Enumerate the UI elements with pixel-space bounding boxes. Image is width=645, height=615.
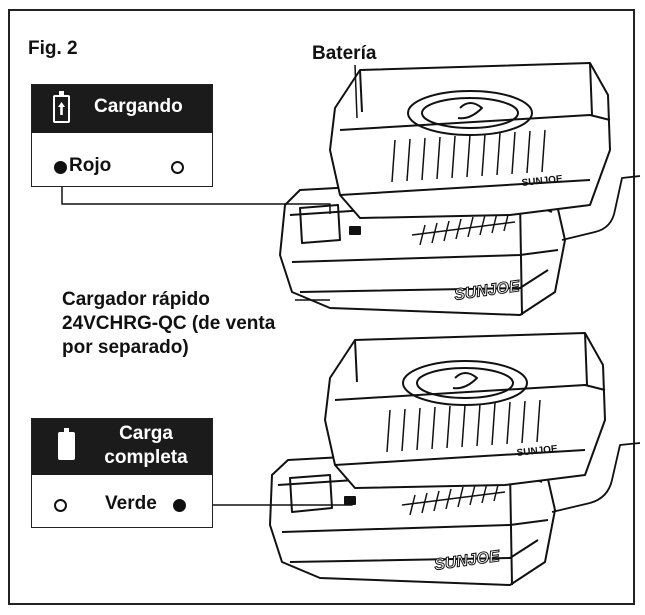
battery-label: Batería xyxy=(312,43,377,64)
complete-status-box: Carga completa Verde xyxy=(31,418,213,528)
green-led-on-icon xyxy=(173,499,186,512)
charging-led-text: Rojo xyxy=(69,155,112,176)
complete-status-header: Carga completa xyxy=(32,419,212,475)
green-led-off-icon xyxy=(171,161,184,174)
complete-led-leader-line xyxy=(186,500,353,506)
red-led-on-icon xyxy=(54,161,67,174)
complete-status-title: Carga completa xyxy=(82,422,210,470)
upper-battery xyxy=(329,62,611,219)
charger-label-line-1: Cargador rápido xyxy=(62,289,210,310)
battery-brand-lower: SUNJOE xyxy=(516,444,558,459)
complete-led-text: Verde xyxy=(105,493,157,514)
charger-label: Cargador rápido 24VCHRG-QC (de venta por… xyxy=(62,288,302,360)
lower-battery xyxy=(324,332,606,489)
charging-status-header: Cargando xyxy=(32,85,212,133)
battery-charging-icon xyxy=(53,91,70,123)
battery-brand-upper: SUNJOE xyxy=(521,174,563,189)
charging-status-title: Cargando xyxy=(94,96,183,117)
charging-status-box: Cargando Rojo xyxy=(31,84,213,187)
battery-full-icon xyxy=(58,428,75,460)
complete-status-title-line-1: Carga xyxy=(119,423,173,444)
figure-label: Fig. 2 xyxy=(28,38,78,59)
battery-leader-line xyxy=(354,64,358,119)
charger-label-line-2: 24VCHRG-QC (de venta xyxy=(62,313,276,334)
charger-label-line-3: por separado) xyxy=(62,337,189,358)
red-led-off-icon xyxy=(54,499,67,512)
complete-status-title-line-2: completa xyxy=(104,447,188,468)
